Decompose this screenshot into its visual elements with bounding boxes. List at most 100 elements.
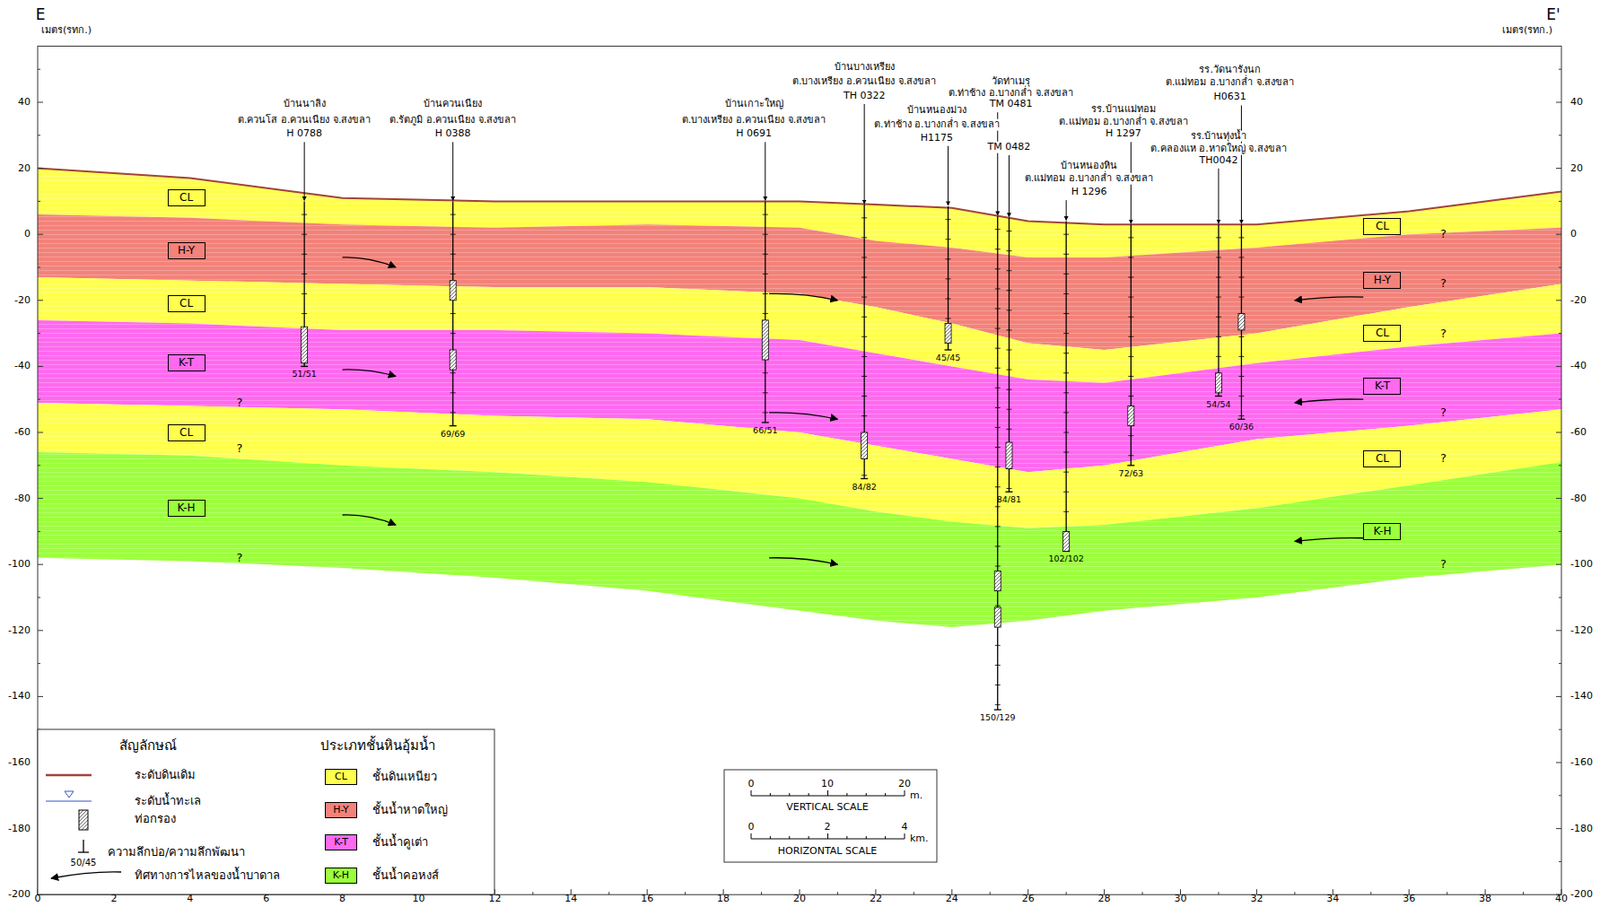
well-name: ต.รัตภูมิ อ.ควนเนียง จ.สงขลา (388, 113, 517, 126)
axis-tick-label: 36 (1402, 893, 1416, 906)
well-log-tick (861, 277, 867, 279)
scale-tick (904, 790, 906, 796)
axis-tick-label: -100 (8, 559, 31, 571)
axis-tick (1558, 201, 1562, 202)
axis-tick-label: 22 (869, 893, 883, 906)
well-name: ต.แม่ทอม อ.บางกล่ำ จ.สงขลา (1057, 115, 1189, 128)
scale-number: 2 (824, 821, 831, 834)
well-log-tick (1215, 256, 1222, 258)
aquifer-code-box: K-T (1363, 377, 1401, 395)
scale-tick (904, 833, 906, 840)
axis-tick (1556, 629, 1562, 631)
aquifer-code-box: H-Y (167, 242, 206, 260)
unknown-mark: ? (1440, 277, 1447, 291)
well-name: H 0788 (285, 128, 324, 140)
aquifer-code: CL (179, 426, 193, 439)
axis-tick (1066, 891, 1067, 895)
well-log-tick (1238, 375, 1244, 377)
well-log-tick (762, 293, 769, 295)
axis-tick (37, 564, 44, 566)
legend-heading: ประเภทชั้นหินอุ้มน้ำ (320, 738, 436, 754)
legend-text: ชั้นดินเหนียว (372, 770, 438, 785)
well-depth: 45/45 (935, 353, 961, 364)
well-name: บ้านหนองหิน (1059, 159, 1119, 172)
axis-tick (37, 696, 44, 698)
well-log-tick (995, 328, 1001, 330)
scale-tick (808, 836, 810, 840)
well-log-tick (1127, 256, 1134, 258)
well-screen (301, 326, 308, 363)
well-log-tick (450, 332, 456, 334)
well-bottom (1127, 464, 1135, 466)
axis-tick (37, 597, 41, 599)
well-depth: 84/82 (851, 481, 876, 492)
well-log-tick (1005, 309, 1012, 311)
well-log-tick (1127, 297, 1134, 298)
axis-tick (1556, 366, 1562, 368)
well-log-tick (995, 466, 1001, 468)
axis-tick-label: 8 (339, 893, 346, 906)
well-log-tick (1127, 336, 1134, 338)
well-log-tick (1005, 369, 1012, 371)
well-log-tick (762, 372, 769, 374)
axis-tick-label: -160 (1570, 757, 1593, 770)
well-bottom (994, 708, 1002, 710)
scale-tick (884, 793, 886, 796)
well-pointer (304, 141, 306, 201)
axis-tick-label: -120 (8, 624, 31, 637)
depth-example: 50/45 (70, 857, 97, 869)
axis-tick (37, 69, 41, 70)
well-log-tick (1063, 352, 1069, 354)
aquifer-code: K-H (177, 501, 196, 515)
aquifer-code-box: CL (167, 189, 206, 207)
scale-tick (846, 793, 848, 796)
axis-tick-label: 20 (17, 162, 31, 175)
well-screen (861, 432, 868, 459)
aquifer-code: CL (179, 191, 193, 204)
well-log-tick (995, 446, 1001, 448)
well-log-tick (861, 474, 867, 476)
well-log-tick (861, 415, 867, 417)
well-log-tick (945, 278, 952, 280)
flow-arrow (342, 257, 396, 268)
well-screen (1215, 373, 1222, 394)
well-name: ต.คลองแห อ.หาดใหญ่ จ.สงขลา (1149, 143, 1287, 156)
well-bottom (300, 366, 308, 368)
axis-tick (1558, 597, 1562, 599)
aquifer-code-box: CL (1363, 218, 1401, 236)
axis-tick (1293, 891, 1295, 895)
axis-tick (37, 134, 41, 136)
axis-tick-label: 10 (412, 893, 426, 906)
well-log-tick (1005, 428, 1012, 430)
well-log-tick (945, 238, 952, 240)
well-log-tick (450, 411, 456, 413)
well-log-tick (1063, 273, 1069, 275)
aquifer-code-box: H-Y (1363, 271, 1401, 289)
well-bottom (1215, 395, 1223, 397)
well-log-tick (1005, 389, 1012, 391)
legend-text: ระดับน้ำทะเล (134, 795, 202, 809)
aquifer-code-box: K-H (1363, 523, 1401, 541)
well-name: บ้านนาลิง (282, 98, 327, 111)
scale-box (724, 769, 937, 863)
well-log-tick (995, 427, 1001, 429)
axis-tick (37, 663, 41, 665)
axis-tick-label: 26 (1022, 893, 1035, 906)
well-log-tick (1063, 372, 1069, 374)
well-bottom (1005, 491, 1013, 493)
well-log-tick (861, 256, 867, 258)
flow-arrow (769, 293, 838, 300)
axis-tick-label: 40 (1555, 893, 1568, 906)
well-log-tick (1238, 256, 1244, 258)
well-depth: 54/54 (1206, 399, 1231, 410)
well-log-tick (861, 297, 867, 298)
legend-box (37, 729, 495, 895)
axis-tick-label: 20 (793, 893, 806, 906)
well-log-tick (861, 336, 867, 338)
well-log-tick (1063, 511, 1069, 513)
well-name: H 1296 (1070, 186, 1109, 199)
well-log-tick (1005, 349, 1012, 351)
axis-tick-label: 30 (1174, 893, 1188, 906)
axis-tick-label: -20 (14, 294, 31, 307)
well-log-tick (1238, 297, 1244, 298)
